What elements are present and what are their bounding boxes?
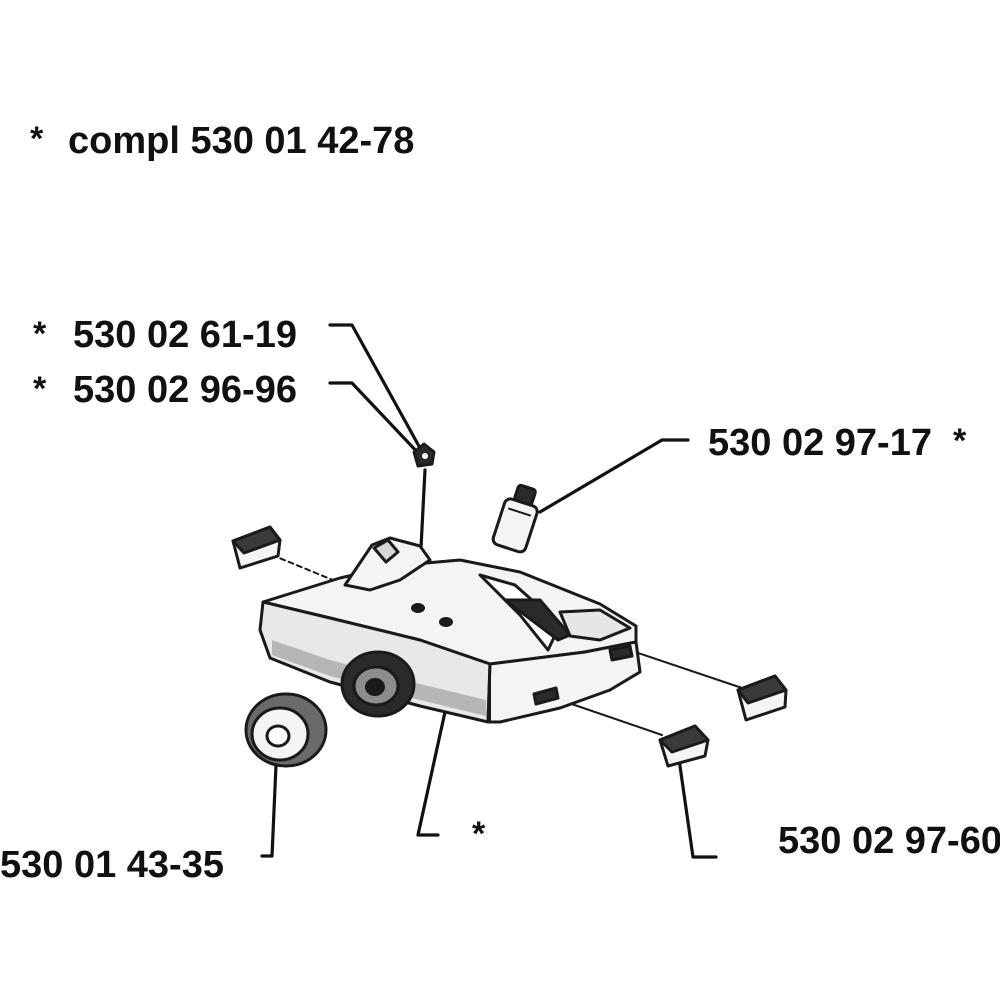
label-part-3-text: 530 02 97-17 xyxy=(708,422,932,464)
label-part-4-text: 530 01 43-35 xyxy=(0,844,224,886)
label-part-5-star: * xyxy=(472,815,486,853)
tank-hole-1 xyxy=(411,603,425,613)
clip-left-top xyxy=(231,525,282,555)
label-part-2-text: 530 02 96-96 xyxy=(73,369,297,411)
label-part-3-star: * xyxy=(953,422,967,460)
label-part-4: 530 01 43-35 xyxy=(0,844,224,886)
label-part-1-text: 530 02 61-19 xyxy=(73,314,297,356)
leader-right-clip xyxy=(634,651,749,691)
nipple-part xyxy=(412,442,436,468)
leader-lines xyxy=(260,323,749,859)
gear-loose-hole xyxy=(265,724,291,748)
label-part-2: * 530 02 96-96 xyxy=(33,369,297,411)
leader-part-4 xyxy=(260,763,278,858)
tank-side xyxy=(486,640,642,724)
tank-hole-2 xyxy=(439,617,453,627)
label-complete-star: * xyxy=(30,120,44,158)
leader-part-1 xyxy=(328,323,422,450)
bottle-ridge xyxy=(508,507,531,517)
clip-lower-top xyxy=(658,724,710,754)
tank-body xyxy=(258,536,642,724)
tank-step xyxy=(558,608,632,642)
leader-part-3 xyxy=(538,438,690,514)
bottle-body xyxy=(491,497,539,554)
label-part-2-star: * xyxy=(33,370,47,408)
leader-part-6 xyxy=(676,750,718,859)
leader-part-5 xyxy=(416,710,447,837)
clip-right-top xyxy=(736,674,788,705)
label-part-1: * 530 02 61-19 xyxy=(33,314,297,356)
label-complete-text: compl 530 01 42-78 xyxy=(68,120,414,162)
tank-neck-opening xyxy=(372,538,400,564)
nipple-hole xyxy=(422,453,428,459)
clip-right xyxy=(736,674,788,722)
leader-part-2 xyxy=(328,381,422,457)
tank-neck xyxy=(343,536,432,592)
gear-mounted xyxy=(340,650,416,718)
label-complete: * compl 530 01 42-78 xyxy=(30,120,414,162)
tank-slot-2 xyxy=(532,686,560,706)
label-part-3: 530 02 97-17 * xyxy=(708,422,967,464)
label-part-6-text: 530 02 97-60 xyxy=(778,820,1000,862)
clip-left xyxy=(231,525,282,570)
leader-lower-clip xyxy=(559,699,663,736)
gear-mounted-hub xyxy=(365,678,385,696)
label-part-5: * xyxy=(472,815,486,853)
clip-lower xyxy=(658,724,710,768)
label-part-6: 530 02 97-60 xyxy=(778,820,1000,862)
label-part-1-star: * xyxy=(33,315,47,353)
tank-slot-1 xyxy=(608,644,634,662)
bottle-part xyxy=(491,483,539,554)
gear-loose xyxy=(244,692,328,768)
